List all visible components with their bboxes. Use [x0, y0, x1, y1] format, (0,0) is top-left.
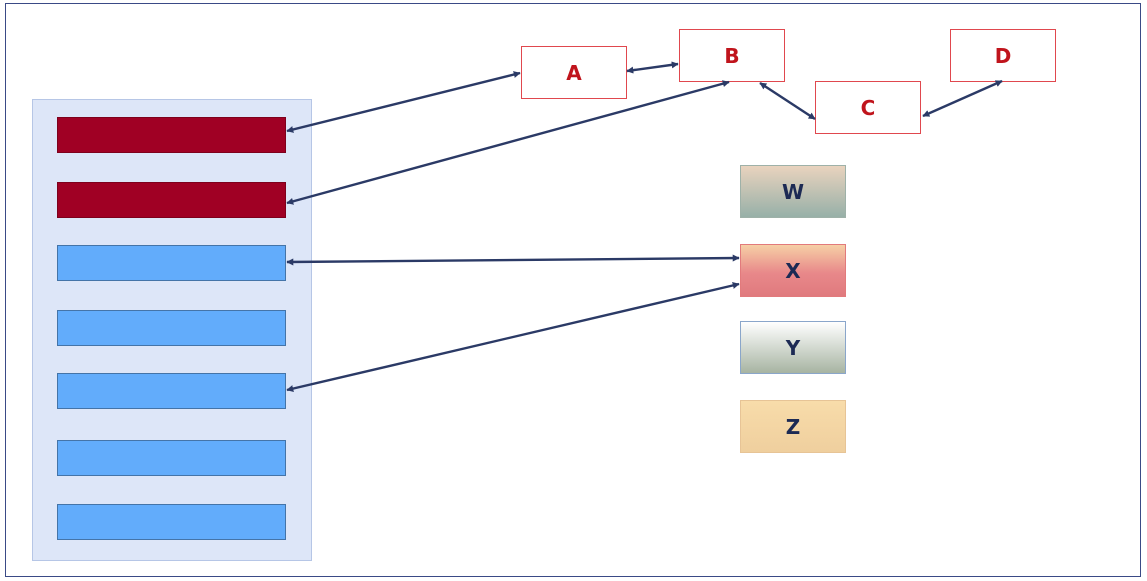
category-x-label: X [785, 258, 801, 283]
node-c-label: C [860, 95, 876, 120]
arrow-bar3-to-x [286, 254, 740, 266]
category-w: W [740, 165, 846, 218]
arrow-bar2-to-b [286, 80, 730, 205]
list-bar-2 [57, 182, 286, 218]
category-y: Y [740, 321, 846, 374]
category-z-label: Z [785, 414, 801, 439]
list-bar-4 [57, 310, 286, 346]
node-d-label: D [994, 43, 1012, 68]
arrow-bar1-to-a [286, 71, 521, 133]
arrow-a-to-b [626, 61, 679, 74]
category-z: Z [740, 400, 846, 453]
node-a-label: A [566, 60, 582, 85]
node-d: D [950, 29, 1056, 82]
node-c: C [815, 81, 921, 134]
list-bar-6 [57, 440, 286, 476]
arrow-bar5-to-x [286, 282, 740, 392]
node-b: B [679, 29, 785, 82]
arrow-c-to-d [922, 79, 1003, 118]
node-b-label: B [724, 43, 740, 68]
category-x: X [740, 244, 846, 297]
category-y-label: Y [785, 335, 801, 360]
list-bar-3 [57, 245, 286, 281]
list-bar-7 [57, 504, 286, 540]
list-bar-1 [57, 117, 286, 153]
category-w-label: W [781, 179, 805, 204]
arrow-b-to-c [759, 81, 816, 121]
list-bar-5 [57, 373, 286, 409]
